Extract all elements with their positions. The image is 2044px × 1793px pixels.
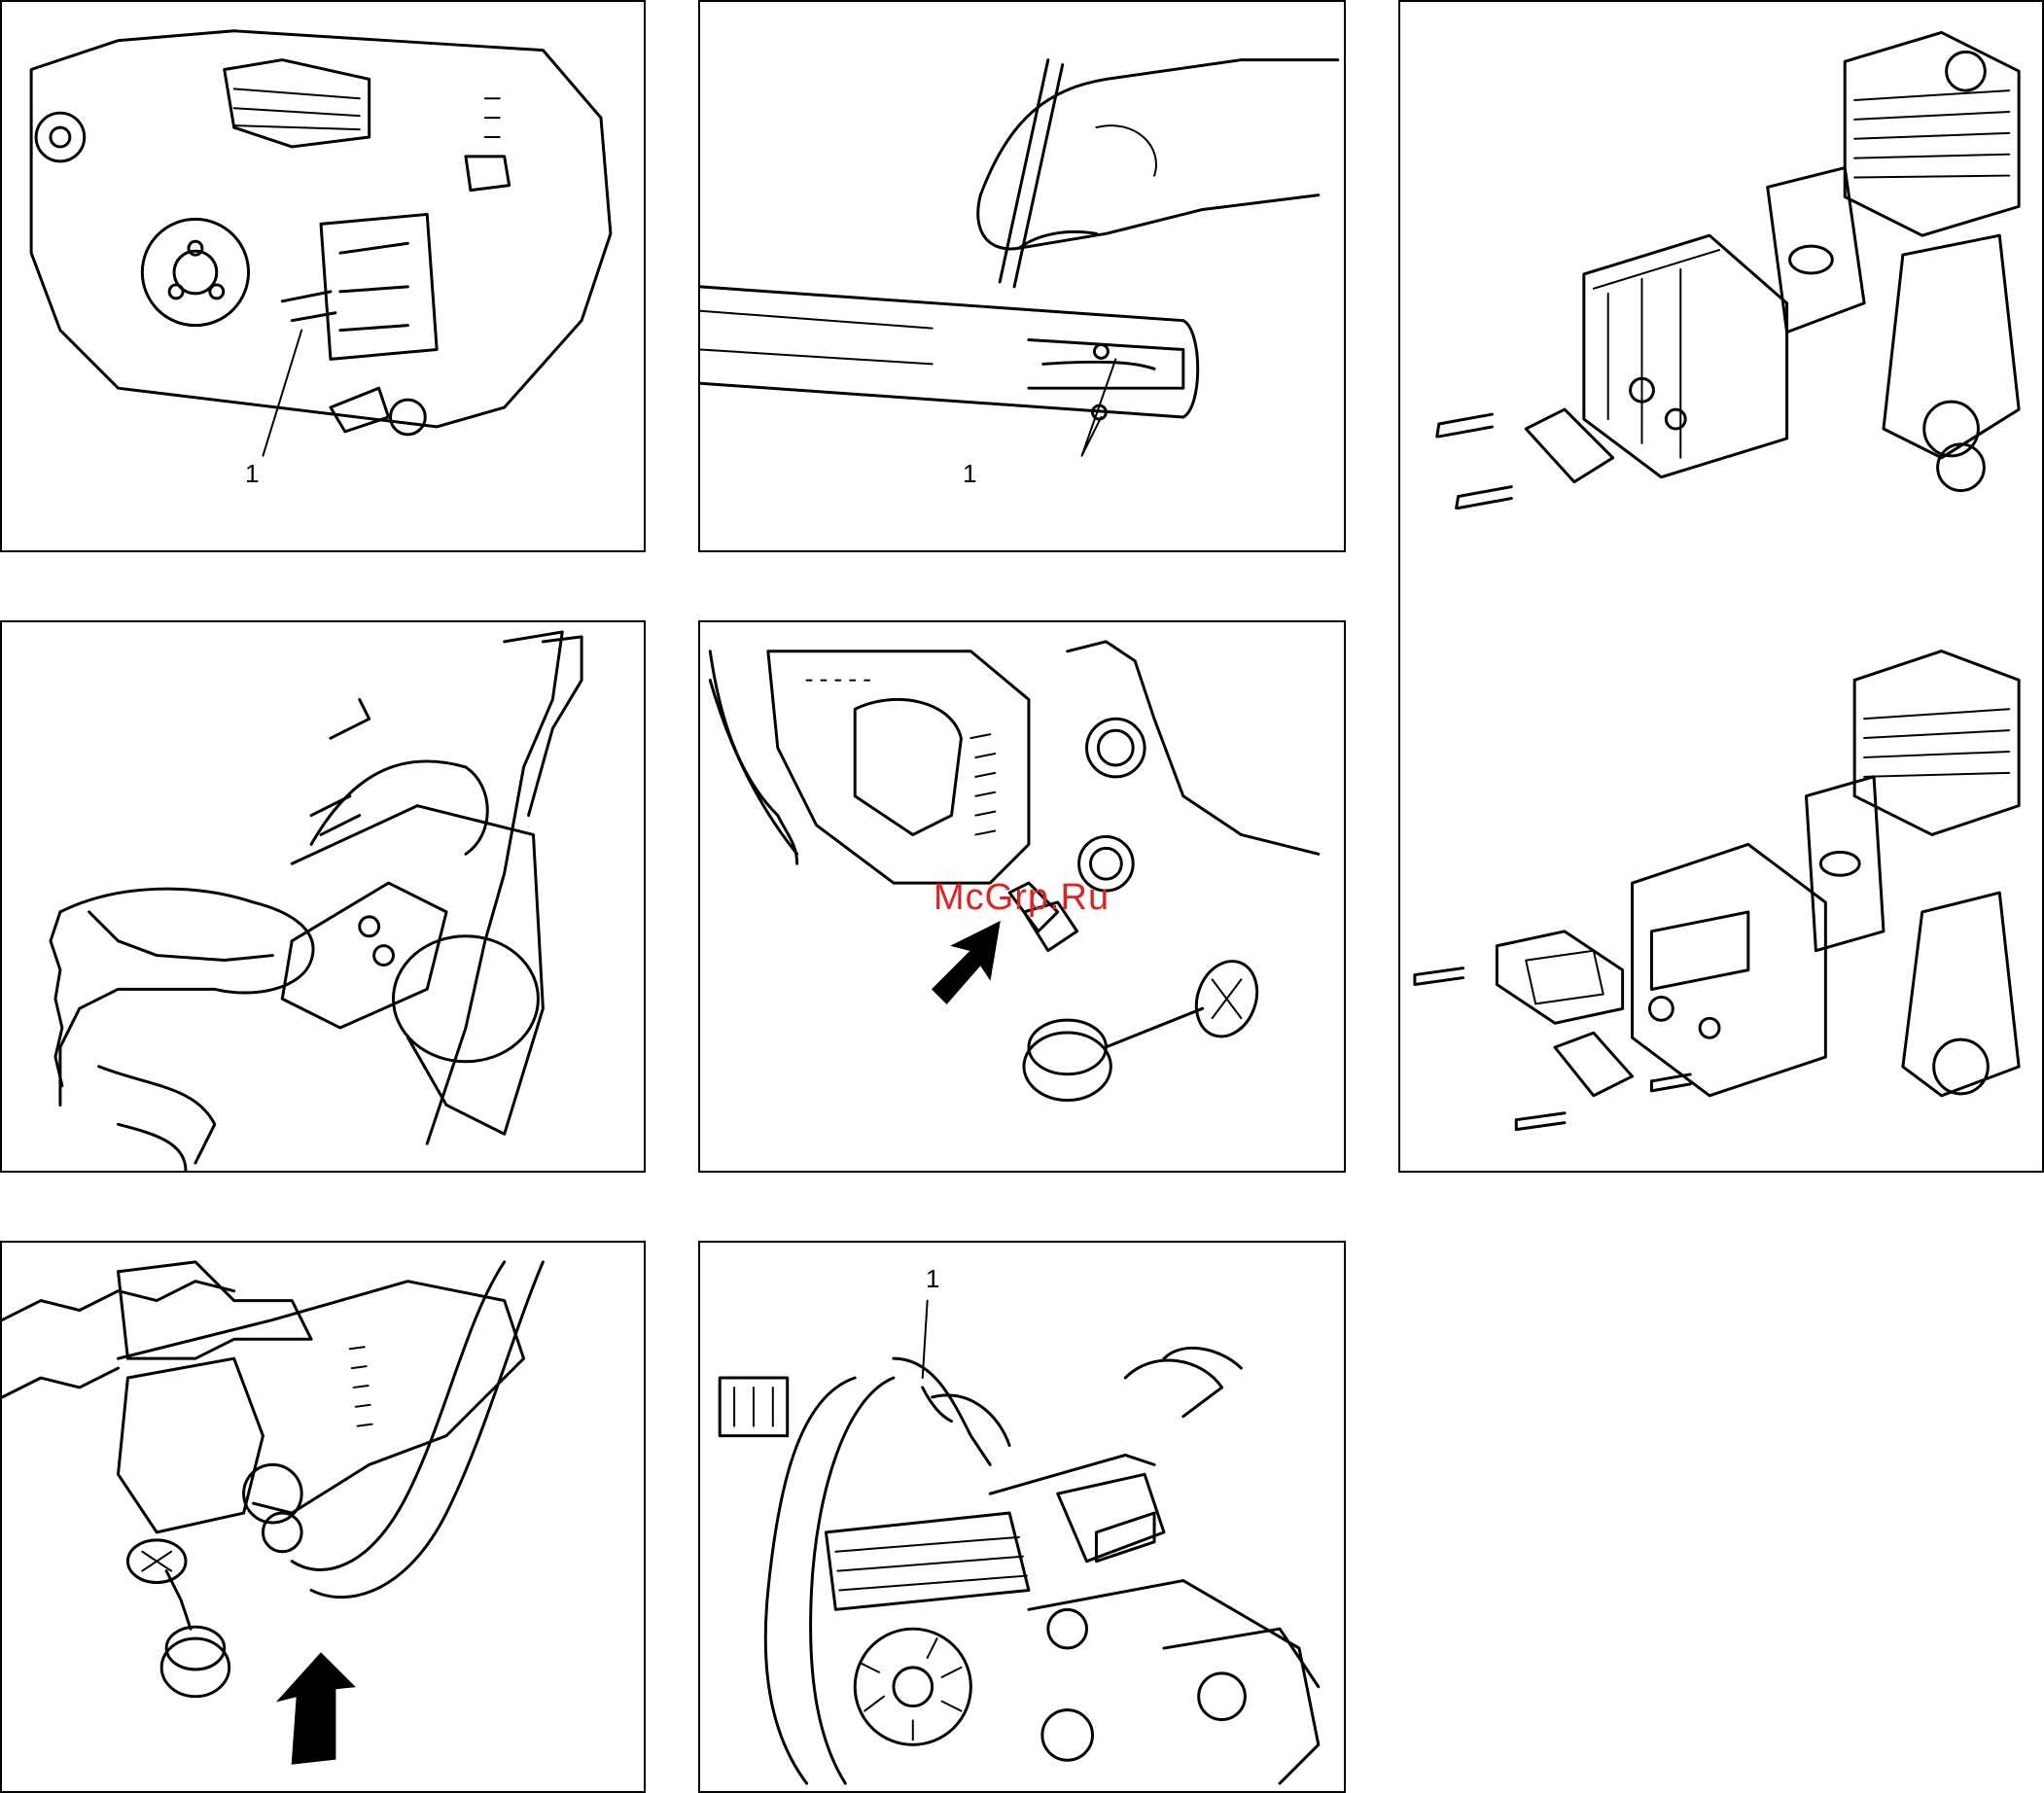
- panel-clutch-side-bar-studs: 1: [0, 0, 646, 552]
- panel-spark-plug: 1: [698, 1241, 1346, 1793]
- watermark: McGrp.Ru: [934, 877, 1110, 919]
- part-number-1: 1: [245, 459, 259, 489]
- part-number-1: 1: [963, 459, 976, 489]
- clutch-side-illustration: [2, 2, 644, 550]
- panel-guide-bar-cleaning: 1: [698, 0, 1346, 552]
- muffler-assembly-illustration: [1400, 2, 2042, 1171]
- fuel-cap-illustration: [2, 1243, 644, 1791]
- panel-cleaning-housing: [0, 620, 646, 1173]
- guide-bar-illustration: [700, 2, 1344, 550]
- panel-muffler-assembly: [1398, 0, 2044, 1173]
- cleaning-housing-illustration: [2, 622, 644, 1171]
- part-number-1: 1: [926, 1264, 939, 1294]
- spark-plug-illustration: [700, 1243, 1344, 1791]
- panel-fuel-cap: [0, 1241, 646, 1793]
